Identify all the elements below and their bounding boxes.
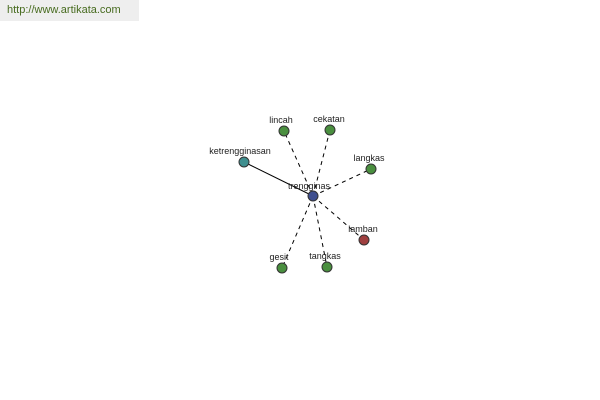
node-gesit[interactable] (276, 262, 288, 274)
edge-gesit (281, 195, 314, 269)
watermark-bar: http://www.artikata.com (0, 0, 139, 21)
graph-edges (243, 129, 372, 269)
node-langkas-1[interactable] (365, 163, 377, 175)
edge-lamban (312, 195, 365, 241)
edge-lincah (283, 130, 314, 197)
graph-labels: lincah cekatan langkas lamban tangkas gesit ke… (209, 114, 385, 262)
node-label-lamban[interactable]: lamban (348, 224, 378, 234)
node-label-gesit[interactable]: gesit (269, 252, 289, 262)
center-node-trengginas[interactable] (307, 190, 319, 202)
node-label-cekatan[interactable]: cekatan (313, 114, 345, 124)
edge-ketrengginasan (243, 161, 314, 197)
node-label-tangkas[interactable]: tangkas (309, 251, 341, 261)
edge-langkas-1 (312, 168, 372, 197)
node-label-ketrengginasan[interactable]: ketrengginasan (209, 146, 271, 156)
node-lincah[interactable] (278, 125, 290, 137)
node-lamban[interactable] (358, 234, 370, 246)
node-ketrengginasan[interactable] (238, 156, 250, 168)
node-label-langkas-1[interactable]: langkas (353, 153, 385, 163)
graph-nodes (238, 124, 377, 274)
node-label-lincah[interactable]: lincah (269, 115, 293, 125)
center-label-trengginas[interactable]: trengginas (288, 181, 331, 191)
edge-cekatan (312, 129, 331, 197)
watermark-url[interactable]: http://www.artikata.com (7, 4, 121, 16)
node-cekatan[interactable] (324, 124, 336, 136)
node-tangkas[interactable] (321, 261, 333, 273)
